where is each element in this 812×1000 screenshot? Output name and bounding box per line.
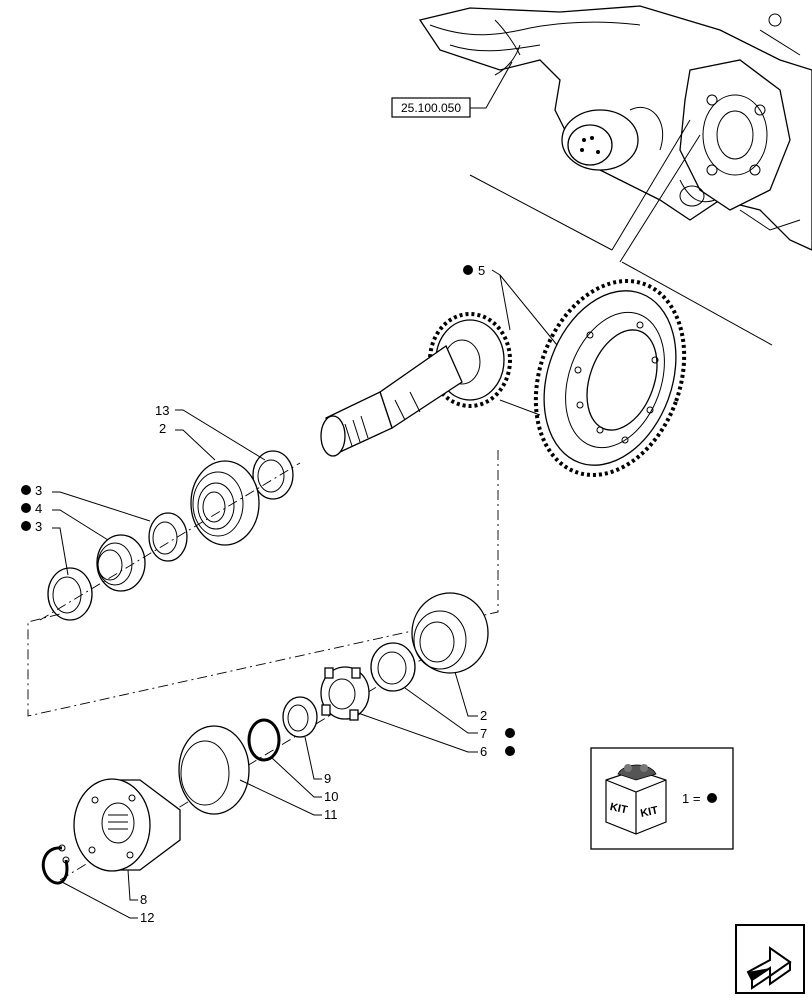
part-5-pinion-shaft <box>320 312 541 457</box>
callout-number[interactable]: 13 <box>155 403 169 418</box>
kit-legend: KIT KIT 1 = <box>590 747 734 850</box>
callout-13[interactable]: 13 <box>155 403 169 418</box>
callout-number[interactable]: 4 <box>35 501 42 516</box>
kit-equation: 1 = <box>682 791 700 806</box>
callout-number[interactable]: 3 <box>35 519 42 534</box>
kit-dot <box>707 793 717 803</box>
callout-number[interactable]: 12 <box>140 910 154 925</box>
callout-8[interactable]: 8 <box>140 892 147 907</box>
callout-number[interactable]: 6 <box>480 744 487 759</box>
callout-4[interactable]: 4 <box>21 501 42 516</box>
callout-11[interactable]: 11 <box>324 807 338 822</box>
part-7-washer <box>370 642 416 692</box>
kit-box-icon <box>605 764 667 835</box>
kit-word-right: KIT <box>639 804 659 819</box>
part-2-bearing-lower <box>411 592 489 674</box>
callout-2-upper[interactable]: 2 <box>159 421 166 436</box>
part-6-slotted-nut <box>320 666 370 721</box>
callout-number[interactable]: 2 <box>159 421 166 436</box>
reference-link[interactable]: 25.100.050 <box>391 61 513 118</box>
callout-number[interactable]: 8 <box>140 892 147 907</box>
part-2-bearing-upper <box>190 460 260 546</box>
callout-number[interactable]: 10 <box>324 789 338 804</box>
part-3-ring-lower <box>47 567 93 621</box>
callout-3-lower[interactable]: 3 <box>21 519 42 534</box>
callout-10[interactable]: 10 <box>324 789 338 804</box>
part-10-o-ring <box>247 718 281 762</box>
leader-lines <box>52 269 558 919</box>
callout-3-upper[interactable]: 3 <box>21 483 42 498</box>
part-11-seal <box>178 725 250 815</box>
callout-2-lower[interactable]: 2 <box>480 708 487 723</box>
callout-9[interactable]: 9 <box>324 771 331 786</box>
next-page-arrow-icon[interactable] <box>735 924 805 994</box>
axle-housing-illustration <box>418 5 812 251</box>
kit-dot <box>21 485 31 495</box>
callout-7[interactable]: 7 <box>480 726 515 741</box>
section-cut-line <box>621 261 773 346</box>
section-cut-line <box>469 174 613 251</box>
callout-number[interactable]: 3 <box>35 483 42 498</box>
kit-word-left: KIT <box>609 801 629 816</box>
callout-number[interactable]: 11 <box>324 807 338 822</box>
section-cut-line <box>619 134 701 263</box>
callout-number[interactable]: 5 <box>478 263 485 278</box>
part-4-ring <box>96 534 146 592</box>
callout-5[interactable]: 5 <box>463 263 485 278</box>
kit-dot <box>505 746 515 756</box>
part-5-crown-wheel <box>533 279 687 477</box>
assembly-axis-line <box>27 450 499 717</box>
callout-number[interactable]: 9 <box>324 771 331 786</box>
kit-dot <box>21 503 31 513</box>
callout-12[interactable]: 12 <box>140 910 154 925</box>
kit-dot <box>463 265 473 275</box>
part-8-flange <box>73 778 181 872</box>
part-9-ring <box>282 696 318 738</box>
part-3-ring-upper <box>148 512 188 562</box>
part-13-ring <box>252 450 294 500</box>
section-cut-line <box>611 119 691 251</box>
callout-6[interactable]: 6 <box>480 744 515 759</box>
reference-label[interactable]: 25.100.050 <box>401 101 461 115</box>
kit-dot <box>505 728 515 738</box>
part-12-circlip <box>41 844 70 885</box>
callout-number[interactable]: 7 <box>480 726 487 741</box>
kit-dot <box>21 521 31 531</box>
callout-number[interactable]: 2 <box>480 708 487 723</box>
